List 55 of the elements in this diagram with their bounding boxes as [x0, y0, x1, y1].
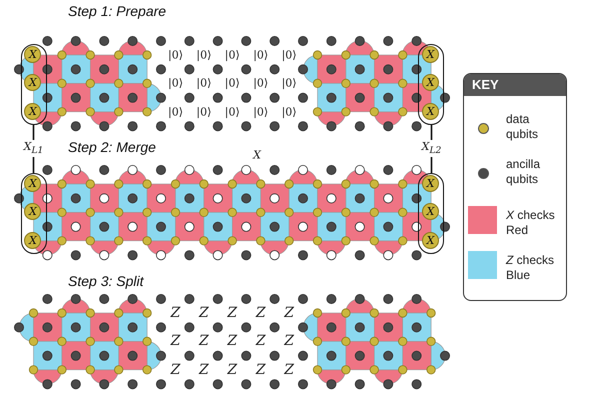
- ket-label: |0⟩: [196, 106, 212, 118]
- operator-label: Z: [227, 306, 238, 320]
- step-title: Step 3: Split: [68, 273, 144, 289]
- data-qubit: X: [422, 174, 439, 192]
- logical-operator-outline: [418, 173, 444, 254]
- operator-label: Z: [256, 306, 266, 320]
- data-qubit: X: [24, 174, 42, 192]
- operator-label: Z: [284, 362, 294, 377]
- ket-label: |0⟩: [224, 50, 240, 60]
- data-qubit: X: [24, 46, 42, 63]
- data-qubit: X: [422, 46, 439, 63]
- operator-label: Z: [227, 362, 238, 377]
- ket-label: |0⟩: [282, 106, 297, 118]
- key-heading: KEY: [464, 74, 566, 96]
- operator-label: Z: [170, 362, 180, 377]
- ket-label: |0⟩: [224, 78, 240, 89]
- operator-label: Z: [170, 334, 180, 348]
- logical-operator-outline: [20, 173, 46, 254]
- ket-label: |0⟩: [253, 106, 268, 118]
- leader-line: [430, 157, 432, 173]
- leader-line: [32, 125, 34, 140]
- step-title: Step 2: Merge: [68, 139, 156, 155]
- operator-label: Z: [284, 334, 294, 348]
- operator-label: Z: [199, 334, 209, 348]
- operator-label: Z: [199, 362, 209, 377]
- ket-label: |0⟩: [282, 78, 297, 89]
- operator-label: Z: [199, 306, 209, 320]
- leader-line: [430, 125, 432, 140]
- ket-label: |0⟩: [253, 78, 268, 89]
- logical-operator-outline: [20, 44, 46, 125]
- data-qubit: X: [24, 232, 42, 249]
- leader-line: [32, 157, 34, 173]
- ket-label: |0⟩: [196, 50, 212, 60]
- ket-label: |0⟩: [196, 78, 212, 89]
- step-title: Step 1: Prepare: [68, 3, 166, 19]
- legend-text: X checks Red: [506, 208, 556, 238]
- operator-label: X$_{L2}$: [416, 140, 446, 157]
- legend-text: Z checks Blue: [506, 253, 556, 283]
- ket-label: |0⟩: [168, 106, 183, 118]
- ket-label: |0⟩: [168, 78, 183, 89]
- operator-label: X$_{L1}$: [18, 140, 48, 157]
- ket-label: |0⟩: [168, 50, 183, 60]
- ket-label: |0⟩: [224, 106, 240, 118]
- operator-label: Z: [256, 362, 266, 377]
- operator-label: Z: [256, 334, 266, 348]
- operator-label: X: [253, 150, 261, 160]
- ket-label: |0⟩: [282, 50, 297, 60]
- legend-text: data qubits: [506, 112, 540, 142]
- operator-label: Z: [284, 306, 294, 320]
- data-qubit: X: [24, 102, 42, 120]
- operator-label: Z: [170, 306, 180, 320]
- legend-text: ancilla qubits: [506, 157, 542, 187]
- ket-label: |0⟩: [253, 50, 268, 60]
- logical-operator-outline: [418, 44, 444, 125]
- operator-label: Z: [227, 334, 238, 348]
